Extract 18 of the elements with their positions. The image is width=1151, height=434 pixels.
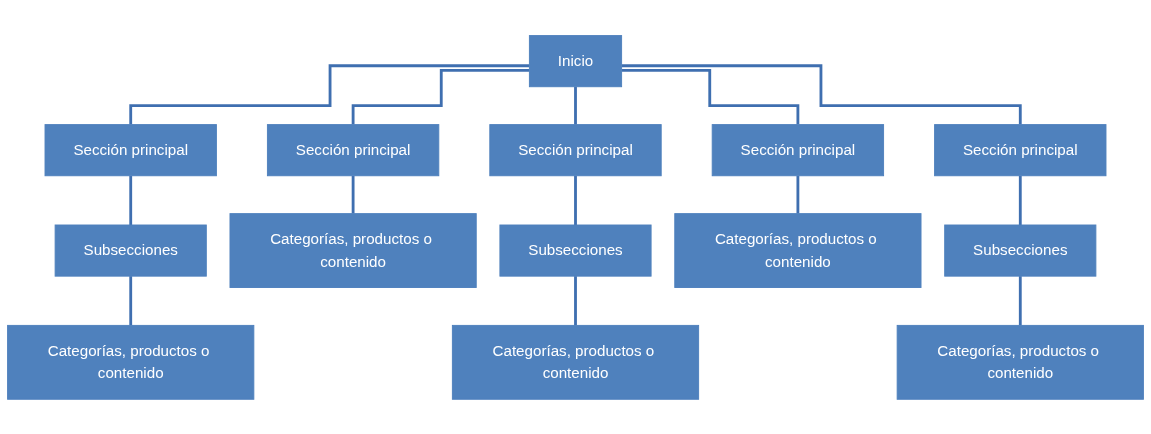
node-box: Categorías, productos o contenido <box>896 324 1144 400</box>
connector <box>621 68 800 126</box>
node-box: Sección principal <box>489 123 662 176</box>
connector <box>129 63 530 126</box>
node-box: Categorías, productos o contenido <box>451 324 700 400</box>
node-box: Sección principal <box>934 123 1107 176</box>
node-box: Subsecciones <box>499 224 652 277</box>
node-box: Sección principal <box>44 123 217 176</box>
node-box: Categorías, productos o contenido <box>229 212 477 288</box>
connector <box>351 68 530 126</box>
node-box: Subsecciones <box>944 224 1097 277</box>
node-box: Sección principal <box>711 123 885 176</box>
node-box: Categorías, productos o contenido <box>674 212 922 288</box>
node-box: Sección principal <box>266 123 440 176</box>
node-box: Subsecciones <box>54 224 207 277</box>
node-box: Inicio <box>528 34 623 87</box>
connector <box>621 63 1022 126</box>
node-box: Categorías, productos o contenido <box>7 324 255 400</box>
